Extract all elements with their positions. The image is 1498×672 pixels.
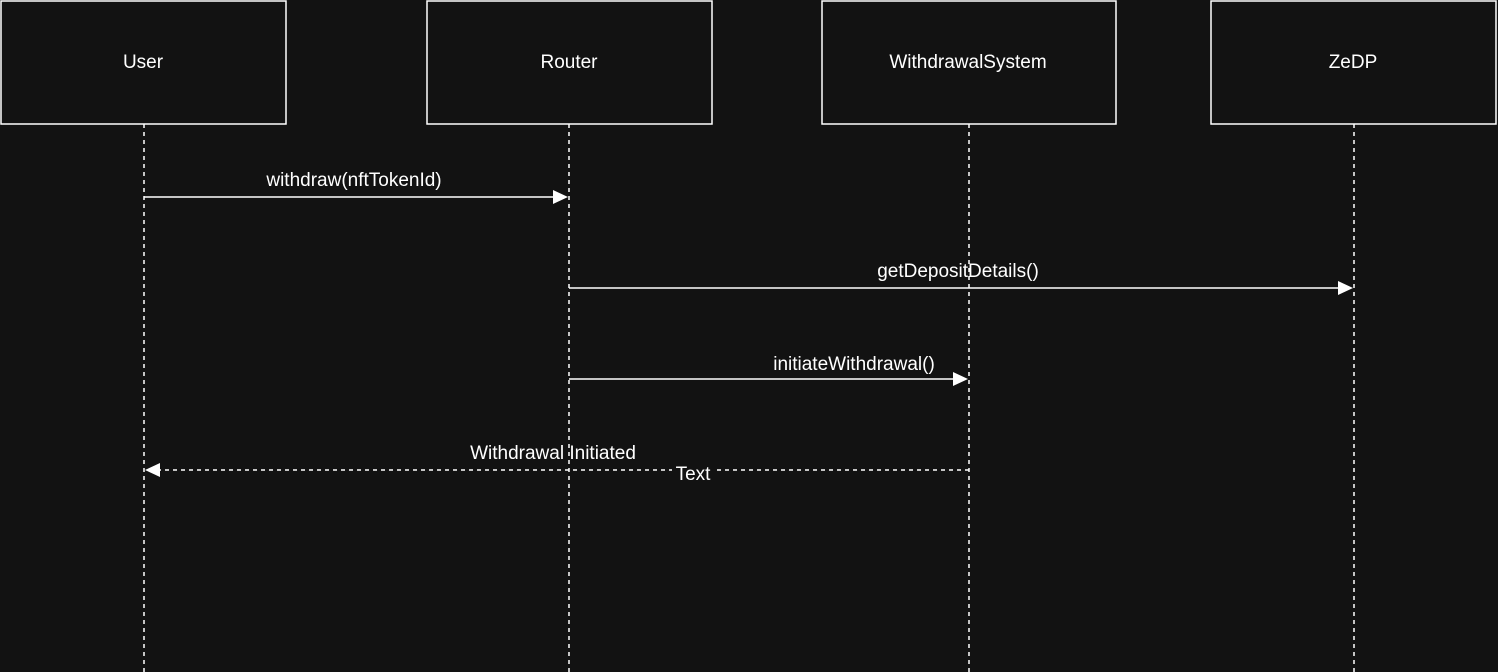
message-withdraw[interactable]: withdraw(nftTokenId) bbox=[144, 170, 568, 204]
message-label: initiateWithdrawal() bbox=[773, 354, 935, 375]
participant-label: User bbox=[123, 52, 164, 73]
message-label: getDepositDetails() bbox=[877, 261, 1039, 282]
participant-label: ZeDP bbox=[1329, 52, 1378, 73]
participant-label: WithdrawalSystem bbox=[889, 52, 1046, 73]
participant-router[interactable]: Router bbox=[426, 0, 713, 672]
participant-user[interactable]: User bbox=[0, 0, 287, 672]
participant-zedp[interactable]: ZeDP bbox=[1210, 0, 1497, 672]
participant-box bbox=[0, 0, 287, 125]
participant-box bbox=[426, 0, 713, 125]
message-initiate-withdrawal[interactable]: initiateWithdrawal() bbox=[569, 354, 968, 386]
participant-box bbox=[1210, 0, 1497, 125]
participant-label: Router bbox=[540, 52, 598, 73]
annotation-label: Text bbox=[676, 464, 712, 485]
participant-withdrawal-system[interactable]: WithdrawalSystem bbox=[821, 0, 1117, 672]
message-get-deposit-details[interactable]: getDepositDetails() bbox=[569, 261, 1353, 295]
arrowhead-icon bbox=[145, 463, 160, 477]
message-withdrawal-initiated[interactable]: Withdrawal Initiated bbox=[145, 443, 969, 477]
message-label: Withdrawal Initiated bbox=[470, 443, 636, 464]
arrowhead-icon bbox=[553, 190, 568, 204]
arrowhead-icon bbox=[953, 372, 968, 386]
annotation-text[interactable]: Text bbox=[672, 463, 714, 485]
participant-box bbox=[821, 0, 1117, 125]
arrowhead-icon bbox=[1338, 281, 1353, 295]
message-label: withdraw(nftTokenId) bbox=[265, 170, 441, 191]
annotation-background bbox=[672, 463, 714, 483]
